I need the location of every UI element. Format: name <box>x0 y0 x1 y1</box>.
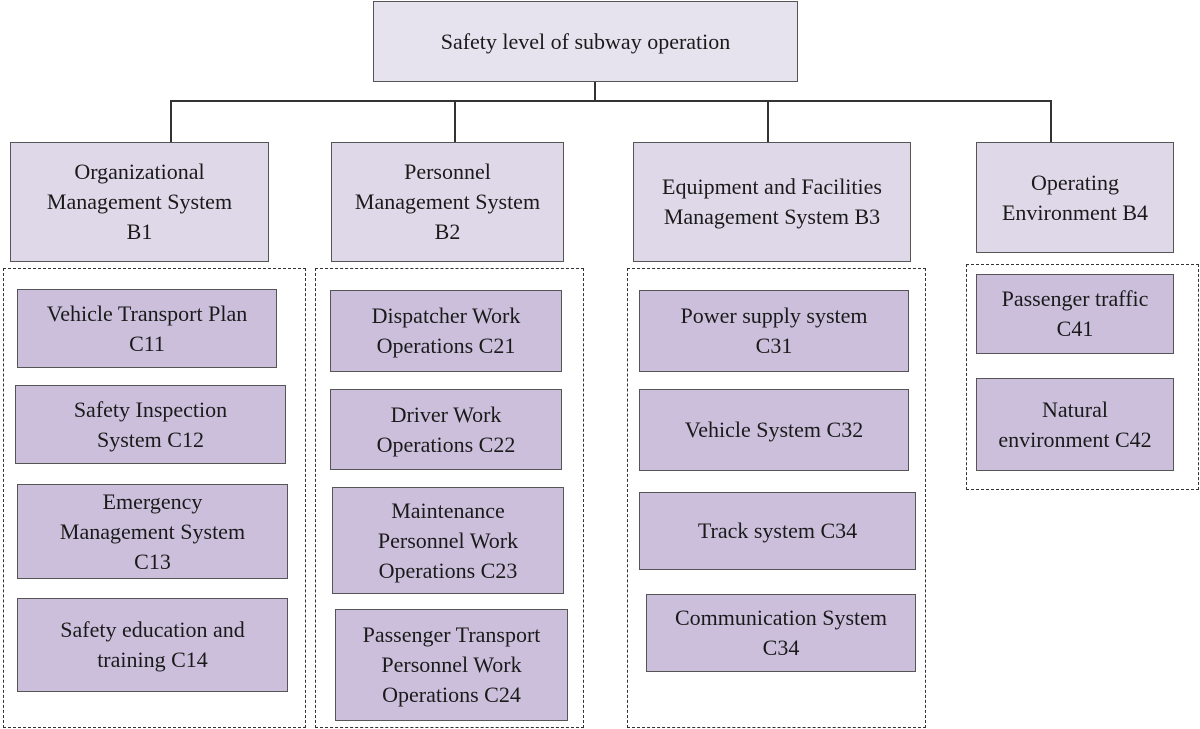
node-c12: Safety Inspection System C12 <box>15 385 286 464</box>
group-b1-children <box>3 268 306 728</box>
node-c21: Dispatcher Work Operations C21 <box>330 290 562 372</box>
group-b2-children <box>315 268 584 728</box>
node-c13: Emergency Management System C13 <box>17 484 288 579</box>
node-c32: Vehicle System C32 <box>639 389 909 471</box>
connector-horizontal-bus <box>170 100 1052 102</box>
node-c34-communication: Communication System C34 <box>646 594 916 672</box>
connector-root-down <box>594 82 596 101</box>
node-c34-track: Track system C34 <box>639 492 916 570</box>
node-c14: Safety education and training C14 <box>17 598 288 692</box>
node-c42: Natural environment C42 <box>976 378 1174 471</box>
connector-to-b4 <box>1050 100 1052 142</box>
connector-to-b1 <box>170 100 172 142</box>
node-c31: Power supply system C31 <box>639 290 909 372</box>
group-b3-children <box>627 268 926 728</box>
node-b1: Organizational Management System B1 <box>10 142 269 262</box>
root-node: Safety level of subway operation <box>373 1 798 82</box>
node-b3: Equipment and Facilities Management Syst… <box>633 142 911 262</box>
node-c22: Driver Work Operations C22 <box>330 389 562 470</box>
connector-to-b2 <box>454 100 456 142</box>
node-b2: Personnel Management System B2 <box>331 142 564 262</box>
node-c11: Vehicle Transport Plan C11 <box>17 289 277 368</box>
node-b4: Operating Environment B4 <box>976 142 1174 253</box>
group-b4-children <box>966 264 1199 490</box>
node-c24: Passenger Transport Personnel Work Opera… <box>335 609 568 721</box>
connector-to-b3 <box>767 100 769 142</box>
node-c23: Maintenance Personnel Work Operations C2… <box>332 487 564 594</box>
node-c41: Passenger traffic C41 <box>976 274 1174 354</box>
